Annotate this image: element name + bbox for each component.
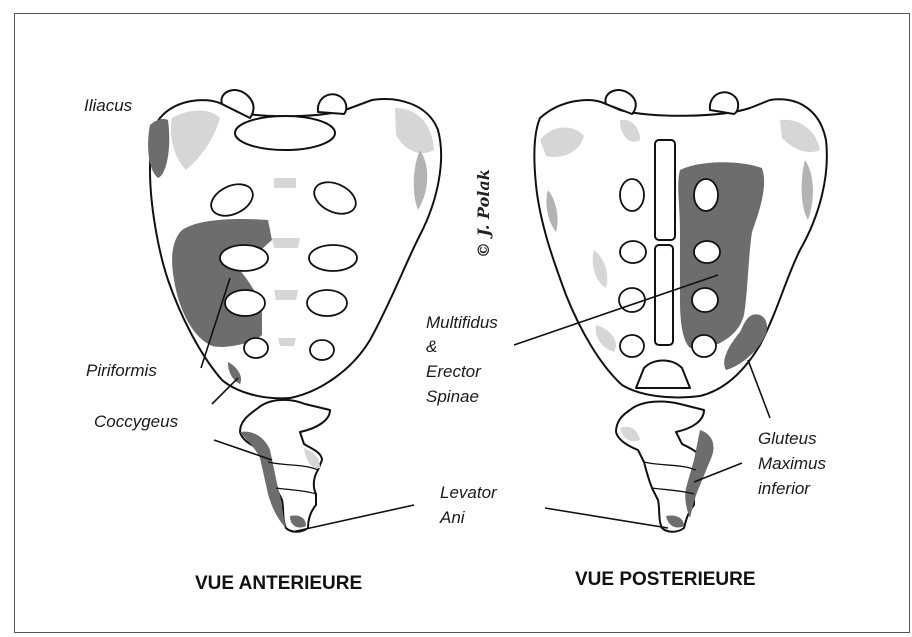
levator-leader-right	[545, 508, 668, 528]
gluteus-label-line2: Maximus	[758, 454, 827, 473]
piriformis-label: Piriformis	[86, 361, 157, 380]
levator-label-line1: Levator	[440, 483, 498, 502]
gluteus-label-line1: Gluteus	[758, 429, 817, 448]
anterior-view-title: VUE ANTERIEURE	[195, 573, 362, 594]
levator-label-line2: Ani	[439, 508, 466, 527]
multifidus-label-line1: Multifidus	[426, 313, 498, 332]
iliacus-label: Iliacus	[84, 96, 133, 115]
posterior-view-title: VUE POSTERIEURE	[575, 569, 756, 590]
gluteus-label-line3: inferior	[758, 479, 811, 498]
multifidus-label-line3: Erector	[426, 362, 482, 381]
multifidus-label-line2: &	[426, 337, 437, 356]
anterior-sacrum	[148, 90, 441, 532]
copyright-text: © J. Polak	[474, 169, 493, 258]
coccygeus-label: Coccygeus	[94, 412, 179, 431]
multifidus-label-line4: Spinae	[426, 387, 479, 406]
gluteus-leader-upper	[748, 360, 770, 418]
